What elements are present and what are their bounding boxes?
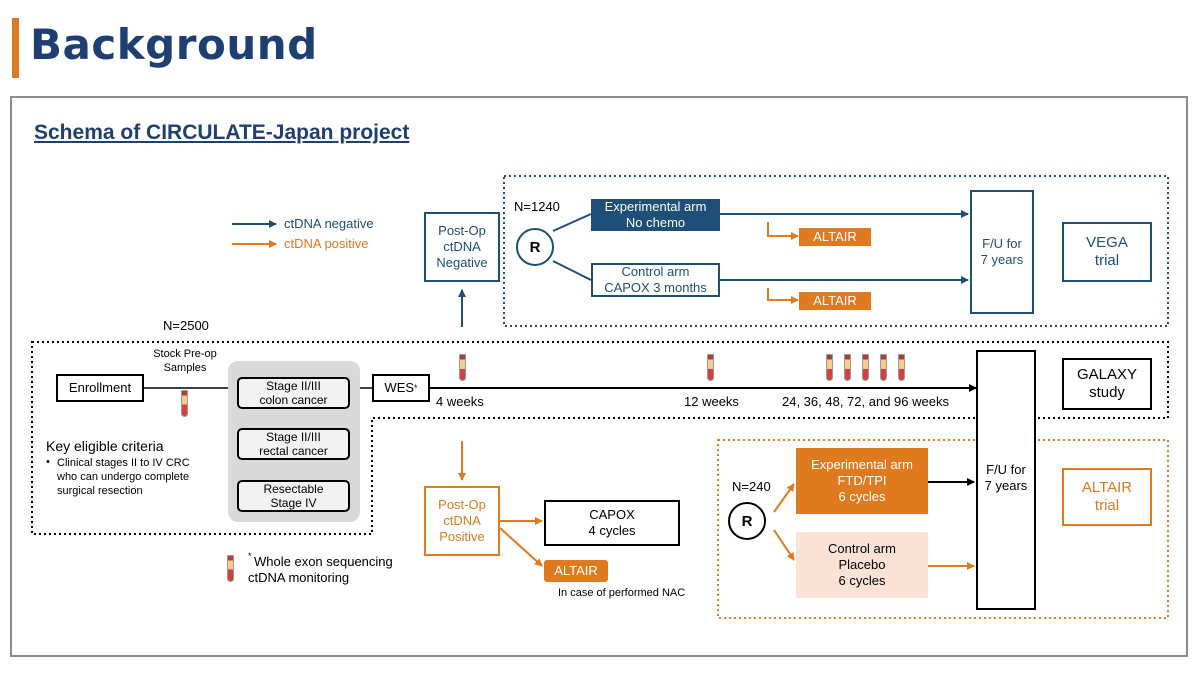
galaxy-study-label: GALAXY study xyxy=(1062,358,1152,410)
vega-region xyxy=(503,175,1169,327)
timepoint-12-weeks: 12 weeks xyxy=(684,394,739,409)
stock-preop-label-2: Samples xyxy=(163,362,207,374)
positive-altair-badge: ALTAIR xyxy=(544,560,608,582)
criteria-bullet-text: Clinical stages II to IV CRC who can und… xyxy=(57,457,190,497)
postop-positive-box: Post-Op ctDNA Positive xyxy=(424,486,500,556)
nac-note: In case of performed NAC xyxy=(558,587,686,599)
content-frame xyxy=(10,96,1188,657)
altair-trial-label: ALTAIR trial xyxy=(1062,468,1152,526)
altair-n: N=240 xyxy=(732,479,771,494)
sample-tube-icon xyxy=(707,354,714,381)
title-accent-bar xyxy=(12,18,19,78)
sample-tube-icon xyxy=(459,354,466,381)
vega-control-arm: Control arm CAPOX 3 months xyxy=(591,263,720,297)
criteria-bullet-dot: • xyxy=(46,456,50,468)
wes-label: WES xyxy=(384,380,415,395)
sample-tube-icon xyxy=(898,354,905,381)
wes-footnote-mark: * xyxy=(414,383,418,393)
vega-randomization: R xyxy=(516,228,554,266)
galaxy-region xyxy=(31,341,1169,535)
sample-tube-icon xyxy=(826,354,833,381)
vega-followup-box: F/U for 7 years xyxy=(970,190,1034,314)
enrollment-box: Enrollment xyxy=(56,374,144,402)
stage-iv-box: Resectable Stage IV xyxy=(237,480,350,512)
sample-tube-icon xyxy=(844,354,851,381)
vega-altair-badge-1: ALTAIR xyxy=(799,228,871,246)
galaxy-n: N=2500 xyxy=(163,318,209,333)
stock-preop-label-1: Stock Pre-op xyxy=(153,348,217,360)
altair-randomization: R xyxy=(728,502,766,540)
vega-n: N=1240 xyxy=(514,199,560,214)
vega-altair-badge-2: ALTAIR xyxy=(799,292,871,310)
vega-experimental-arm: Experimental arm No chemo xyxy=(591,199,720,231)
page-title: Background xyxy=(30,20,318,69)
timepoint-4-weeks: 4 weeks xyxy=(436,394,484,409)
legend-negative-label: ctDNA negative xyxy=(284,216,374,231)
stage-rectal-box: Stage II/III rectal cancer xyxy=(237,428,350,460)
legend-positive-label: ctDNA positive xyxy=(284,236,369,251)
footnote-mark: * xyxy=(248,551,252,561)
capox-box: CAPOX 4 cycles xyxy=(544,500,680,546)
altair-control-arm: Control arm Placebo 6 cycles xyxy=(796,532,928,598)
timepoint-later-weeks: 24, 36, 48, 72, and 96 weeks xyxy=(782,394,949,409)
footnote-wes-label: Whole exon sequencing xyxy=(254,554,393,569)
stage-colon-box: Stage II/III colon cancer xyxy=(237,377,350,409)
criteria-heading: Key eligible criteria xyxy=(46,438,164,454)
sample-tube-icon xyxy=(181,390,188,417)
postop-negative-box: Post-Op ctDNA Negative xyxy=(424,212,500,282)
vega-trial-label: VEGA trial xyxy=(1062,222,1152,282)
schema-subtitle: Schema of CIRCULATE-Japan project xyxy=(34,121,410,144)
sample-tube-icon xyxy=(880,354,887,381)
altair-experimental-arm: Experimental arm FTD/TPI 6 cycles xyxy=(796,448,928,514)
footnote-monitoring-label: ctDNA monitoring xyxy=(248,570,350,585)
altair-region xyxy=(717,439,1169,619)
altair-followup-box: F/U for 7 years xyxy=(976,350,1036,610)
sample-tube-icon xyxy=(862,354,869,381)
sample-tube-icon xyxy=(227,555,234,582)
wes-box: WES* xyxy=(372,374,430,402)
